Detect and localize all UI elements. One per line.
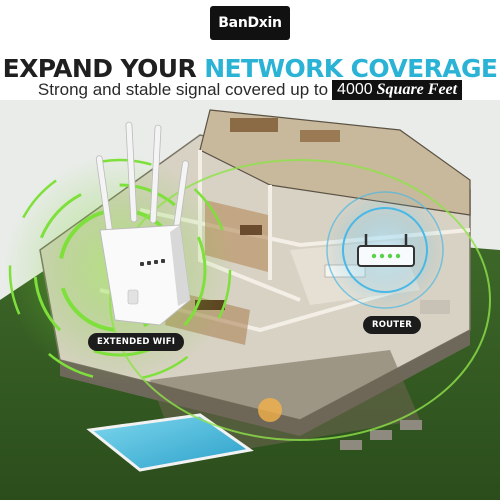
router-label: ROUTER <box>363 316 422 334</box>
extended-wifi-label: EXTENDED WIFI <box>88 333 185 351</box>
coverage-area-unit: Square Feet <box>376 81 458 98</box>
brand-logo: BanDxin <box>210 6 290 40</box>
coverage-area-badge: 4000 Square Feet <box>332 80 463 100</box>
stepping-stones <box>340 420 422 450</box>
brand-logo-text: BanDxin <box>218 15 282 31</box>
wifi-extender-icon <box>95 121 191 326</box>
subheadline-text: Strong and stable signal covered up to <box>37 80 329 99</box>
router-icon <box>357 234 415 267</box>
coverage-area-value: 4000 <box>337 81 373 98</box>
headline-part1: EXPAND YOUR <box>2 54 205 83</box>
headline: EXPAND YOUR NETWORK COVERAGE <box>0 54 500 83</box>
swimming-pool <box>86 413 254 472</box>
headline-accent: NETWORK COVERAGE <box>204 54 498 83</box>
fire-pit <box>258 398 282 422</box>
subheadline: Strong and stable signal covered up to 4… <box>0 80 500 100</box>
